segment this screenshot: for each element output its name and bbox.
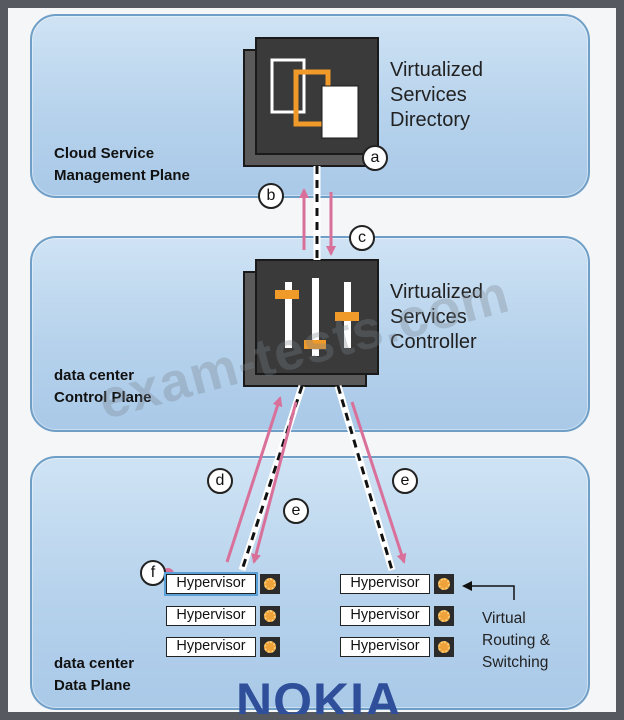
controller-icon: [243, 259, 379, 387]
data-plane-label: data center Data Plane: [54, 653, 134, 697]
controller-title-line2: Services: [390, 306, 467, 328]
hypervisor-label: Hypervisor: [166, 637, 256, 657]
controller-title-line1: Virtualized: [390, 281, 484, 303]
directory-title-line2: Services: [390, 84, 467, 106]
callout-f: f: [140, 560, 166, 586]
hypervisor-label: Hypervisor: [340, 574, 430, 594]
virtual-routing-switching-label: Virtual Routing & Switching: [482, 608, 550, 674]
callout-d: d: [207, 468, 233, 494]
hypervisor-label: Hypervisor: [340, 637, 430, 657]
callout-a: a: [362, 145, 388, 171]
management-plane-label-line2: Management Plane: [54, 167, 190, 184]
gear-icon: [434, 606, 454, 626]
gear-icon: [434, 574, 454, 594]
data-plane: [30, 456, 590, 710]
gear-icon: [434, 637, 454, 657]
vrs-pointer-arrow: [462, 581, 515, 600]
management-plane-label-line1: Cloud Service: [54, 145, 155, 162]
controller-title: Virtualized Services Controller: [390, 280, 483, 355]
arrow-d-up: [225, 396, 283, 563]
hypervisor-right-2: Hypervisor: [340, 606, 454, 626]
vrs-label-line3: Switching: [482, 654, 549, 671]
directory-icon: [243, 37, 379, 167]
callout-c: c: [349, 225, 375, 251]
hypervisor-left-2: Hypervisor: [166, 606, 280, 626]
control-plane-label: data center Control Plane: [54, 365, 152, 409]
control-plane-label-line2: Control Plane: [54, 389, 152, 406]
link-controller-right-hypervisor: [334, 385, 396, 571]
management-plane-label: Cloud Service Management Plane: [54, 143, 190, 187]
hypervisor-label: Hypervisor: [164, 572, 258, 596]
callout-b: b: [258, 183, 284, 209]
vrs-label-line1: Virtual: [482, 610, 526, 627]
hypervisor-label: Hypervisor: [166, 606, 256, 626]
data-plane-label-line2: Data Plane: [54, 677, 131, 694]
hypervisor-right-3: Hypervisor: [340, 637, 454, 657]
vrs-label-line2: Routing &: [482, 632, 551, 649]
hypervisor-right-1: Hypervisor: [340, 574, 454, 594]
gear-icon: [260, 574, 280, 594]
hypervisor-left-3: Hypervisor: [166, 637, 280, 657]
arrow-e-left-down: [251, 401, 298, 564]
directory-title: Virtualized Services Directory: [390, 58, 483, 133]
hypervisor-label: Hypervisor: [340, 606, 430, 626]
callout-e-left: e: [283, 498, 309, 524]
gear-icon: [260, 637, 280, 657]
controller-title-line3: Controller: [390, 331, 477, 353]
arrow-e-right-down: [350, 401, 407, 564]
hypervisor-left-1: Hypervisor: [164, 572, 280, 596]
gear-icon: [260, 606, 280, 626]
nokia-logo: NOKIA: [236, 676, 403, 714]
control-plane-label-line1: data center: [54, 367, 135, 384]
data-plane-label-line1: data center: [54, 655, 135, 672]
directory-title-line1: Virtualized: [390, 59, 484, 81]
directory-title-line3: Directory: [390, 109, 471, 131]
callout-e-right: e: [392, 468, 418, 494]
